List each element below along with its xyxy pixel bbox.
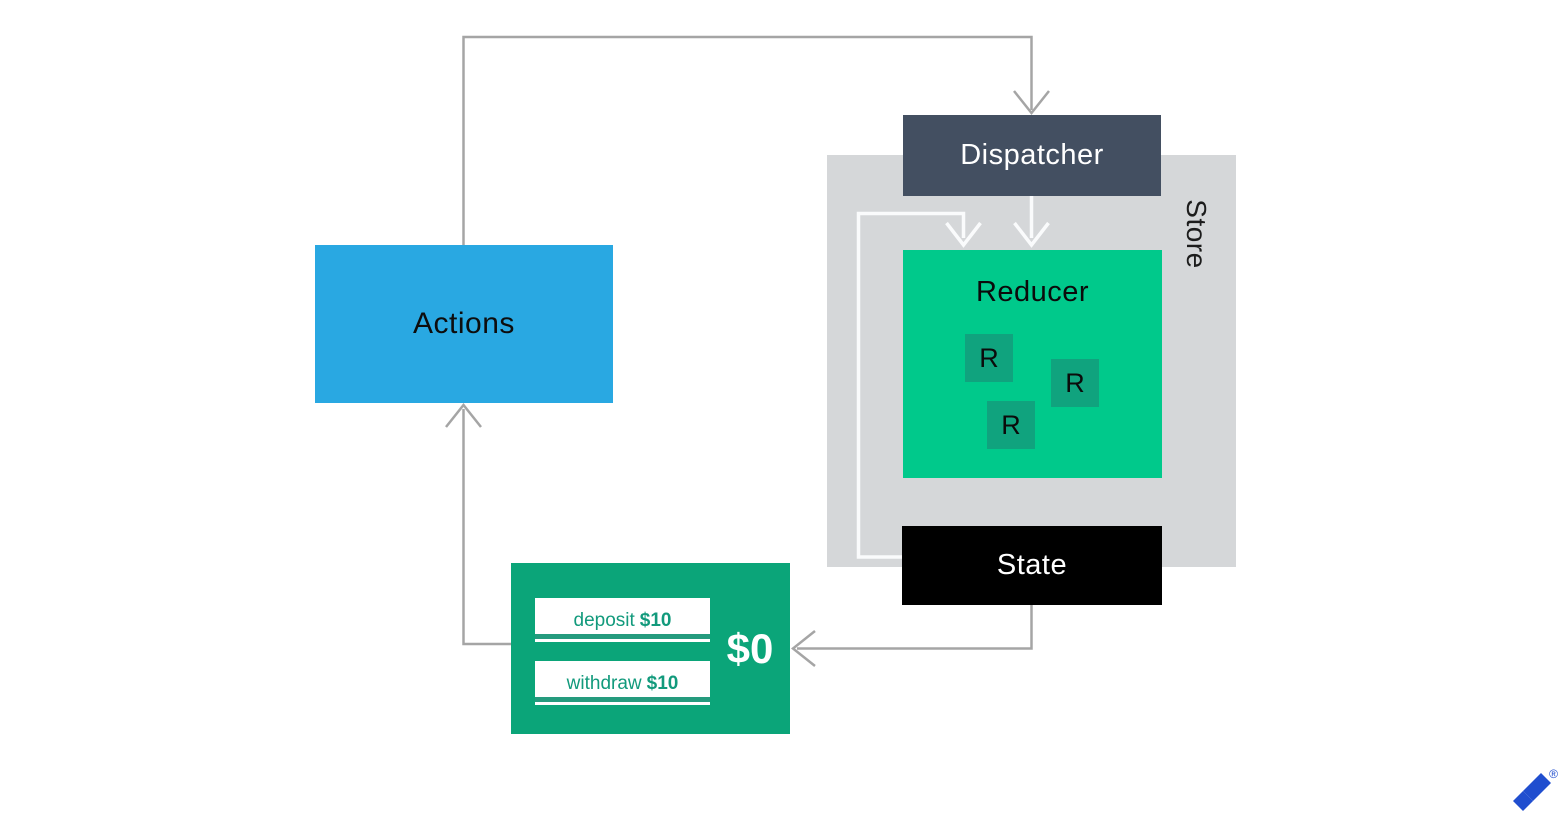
toptal-logo-mark: [1513, 773, 1551, 811]
reducer-unit-label: R: [1001, 409, 1021, 440]
arrow-state-to-wallet: [790, 605, 1033, 667]
deposit-button-amount: $10: [639, 610, 672, 631]
reducer-unit-label: R: [1065, 367, 1085, 398]
withdraw-button-amount: $10: [646, 673, 679, 694]
actions-label: Actions: [413, 307, 515, 340]
registered-trademark-icon: ®: [1549, 767, 1558, 781]
actions-box: Actions: [315, 245, 613, 403]
store-label: Store: [1181, 199, 1212, 269]
state-box: State: [902, 526, 1162, 605]
state-label: State: [996, 549, 1068, 581]
reducer-unit: R: [987, 401, 1035, 449]
wallet-balance: $0: [726, 624, 774, 672]
dispatcher-box: Dispatcher: [903, 115, 1161, 196]
button-underline: [535, 697, 710, 702]
withdraw-button[interactable]: withdraw$10: [535, 661, 710, 705]
reducer-label: Reducer: [975, 276, 1090, 308]
reducer-unit: R: [965, 334, 1013, 382]
reducer-unit-label: R: [979, 342, 999, 373]
arrow-wallet-to-actions: [445, 402, 511, 646]
reducer-unit: R: [1051, 359, 1099, 407]
toptal-logo-icon: ®: [1510, 767, 1560, 820]
withdraw-button-label: withdraw: [566, 673, 642, 694]
reducer-box: Reducer R R R: [903, 250, 1162, 478]
deposit-button-label: deposit: [573, 610, 635, 631]
wallet-widget: deposit$10 withdraw$10 $0: [511, 563, 790, 734]
store-label-text: Store: [1181, 199, 1212, 269]
button-underline: [535, 634, 710, 639]
deposit-button[interactable]: deposit$10: [535, 598, 710, 642]
dispatcher-label: Dispatcher: [960, 139, 1104, 171]
